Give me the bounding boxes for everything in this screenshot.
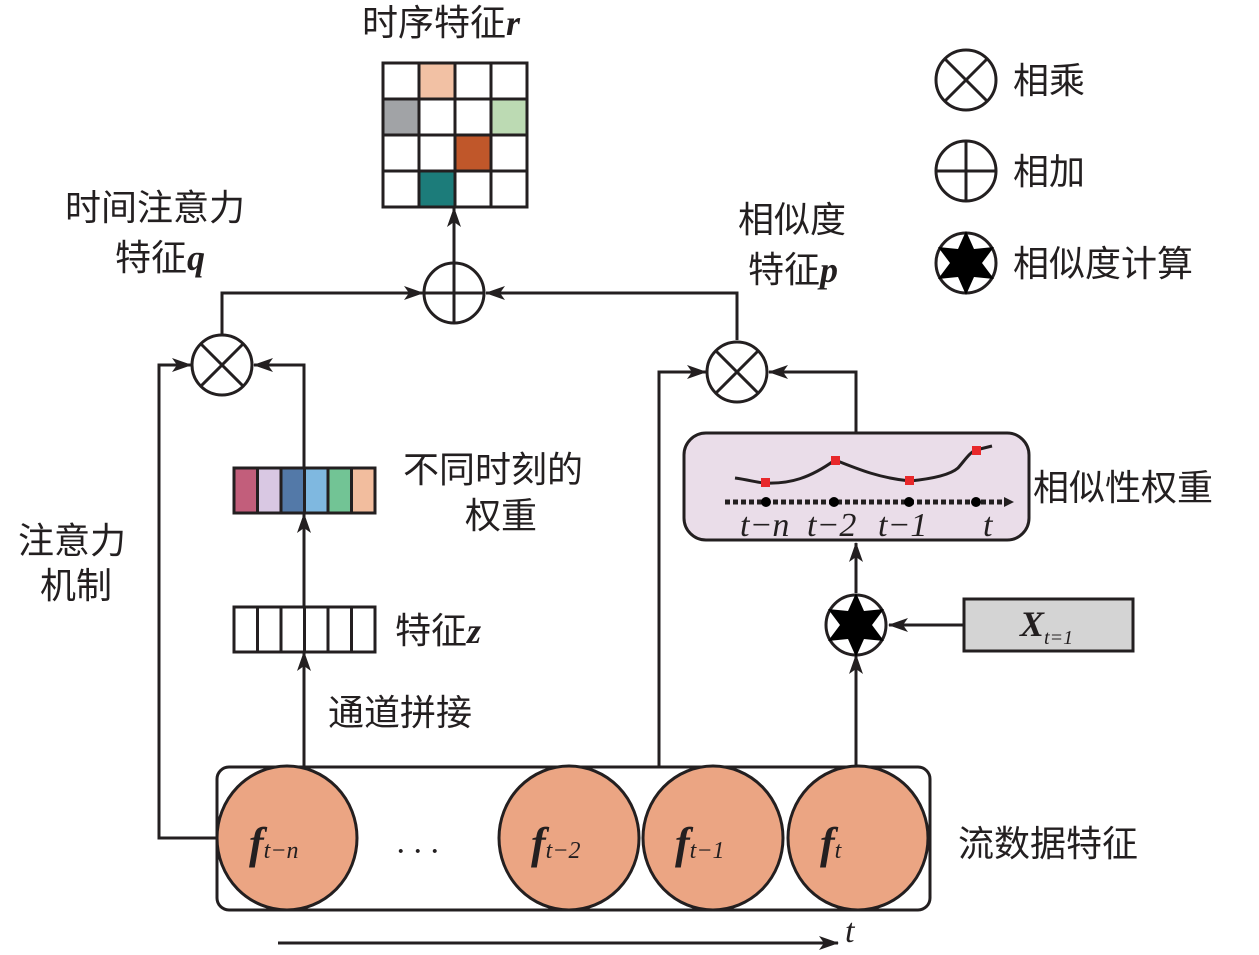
grid-cell <box>417 61 457 101</box>
weight-cell <box>326 466 353 515</box>
tick-t-minus-1: t−1 <box>878 507 927 544</box>
stream-feature-node: ft <box>786 764 930 912</box>
legend-similarity-icon <box>934 231 998 295</box>
stream-features: ft−n ft−2 ft−1 ft <box>215 764 930 912</box>
grid-cell <box>417 169 457 209</box>
arrow-weight-to-multiply <box>768 365 858 434</box>
feature-z-cell <box>279 605 306 654</box>
grid-cell <box>453 97 493 137</box>
weight-cell <box>232 466 259 515</box>
similarity-weight-panel: t−n t−2 t−1 t <box>682 431 1031 544</box>
arrow-p-to-add <box>485 286 739 340</box>
grid-cell <box>453 133 493 173</box>
concat-label: 通道拼接 <box>328 693 472 734</box>
feature-node-circle <box>641 764 785 912</box>
arrow-q-to-add <box>220 286 424 338</box>
feature-z-cell <box>256 605 283 654</box>
tick-t-minus-n: t−n <box>740 507 789 544</box>
time-weights-bar <box>232 466 377 515</box>
feature-node-label: ft−n <box>249 819 299 868</box>
connectors <box>157 207 964 950</box>
grid-cell <box>381 61 421 101</box>
arrow-attention-path <box>157 358 217 840</box>
add-operator-icon <box>422 261 486 325</box>
feature-z-cell <box>350 605 377 654</box>
stream-feature-node: ft−2 <box>497 764 641 912</box>
grid-cell <box>381 169 421 209</box>
grid-cell <box>417 133 457 173</box>
feature-node-label: ft−1 <box>675 819 725 868</box>
feature-z-cell <box>326 605 353 654</box>
arrow-weights-to-multiply <box>253 358 306 468</box>
input-x-box: Xt=1 <box>962 597 1135 653</box>
time-attention-label-line2: 特征q <box>115 238 205 279</box>
stream-features-label: 流数据特征 <box>958 824 1138 865</box>
similarity-feature-label-line2: 特征p <box>748 250 838 291</box>
similarity-feature-label-line1: 相似度 <box>738 200 846 241</box>
weight-cell <box>279 466 306 515</box>
tick-t-minus-2: t−2 <box>807 507 856 544</box>
input-x-label: Xt=1 <box>1019 604 1073 649</box>
legend-add-label: 相加 <box>1013 152 1085 193</box>
grid-cell <box>417 97 457 137</box>
feature-node-label: ft <box>820 819 843 868</box>
weight-cell <box>303 466 330 515</box>
weight-cell <box>256 466 283 515</box>
grid-cell <box>489 61 529 101</box>
curve-point <box>831 456 840 465</box>
feature-node-circle <box>786 764 930 912</box>
grid-cell <box>381 97 421 137</box>
legend: 相乘 相加 相似度计算 <box>934 48 1193 295</box>
grid-cell <box>453 169 493 209</box>
grid-cell <box>381 133 421 173</box>
time-axis-label: t <box>845 913 856 950</box>
time-attention-label-line1: 时间注意力 <box>65 188 245 229</box>
temporal-feature-grid <box>381 61 529 209</box>
multiply-operator-left-icon <box>190 333 254 397</box>
feature-z-label: 特征z <box>395 611 481 652</box>
attention-mechanism-label-line2: 机制 <box>40 566 112 607</box>
legend-multiply-icon <box>934 48 998 112</box>
tick-t: t <box>983 507 994 544</box>
weights-label-line2: 权重 <box>465 496 537 537</box>
feature-node-circle <box>215 764 359 912</box>
feature-node-label: ft−2 <box>531 819 581 868</box>
multiply-operator-right-icon <box>705 340 769 404</box>
grid-cell <box>489 97 529 137</box>
curve-point <box>905 476 914 485</box>
similarity-operator-icon <box>824 593 888 657</box>
ellipsis: · · · <box>396 833 439 870</box>
grid-cell <box>453 61 493 101</box>
curve-point <box>761 478 770 487</box>
feature-z-bar <box>232 605 377 654</box>
attention-mechanism-label-line1: 注意力 <box>18 521 126 562</box>
feature-z-cell <box>232 605 259 654</box>
grid-cell <box>489 169 529 209</box>
weights-label-line1: 不同时刻的 <box>403 450 583 491</box>
stream-feature-node: ft−1 <box>641 764 785 912</box>
weight-cell <box>350 466 377 515</box>
similarity-weight-label: 相似性权重 <box>1033 468 1213 509</box>
stream-feature-node: ft−n <box>215 764 359 912</box>
feature-node-circle <box>497 764 641 912</box>
curve-point <box>972 446 981 455</box>
legend-similarity-label: 相似度计算 <box>1013 244 1193 285</box>
feature-z-cell <box>303 605 330 654</box>
title-label: 时序特征r <box>362 3 521 44</box>
arrow-stream-to-multiply <box>657 365 707 766</box>
legend-add-icon <box>934 139 998 203</box>
grid-cell <box>489 133 529 173</box>
legend-multiply-label: 相乘 <box>1013 61 1085 102</box>
